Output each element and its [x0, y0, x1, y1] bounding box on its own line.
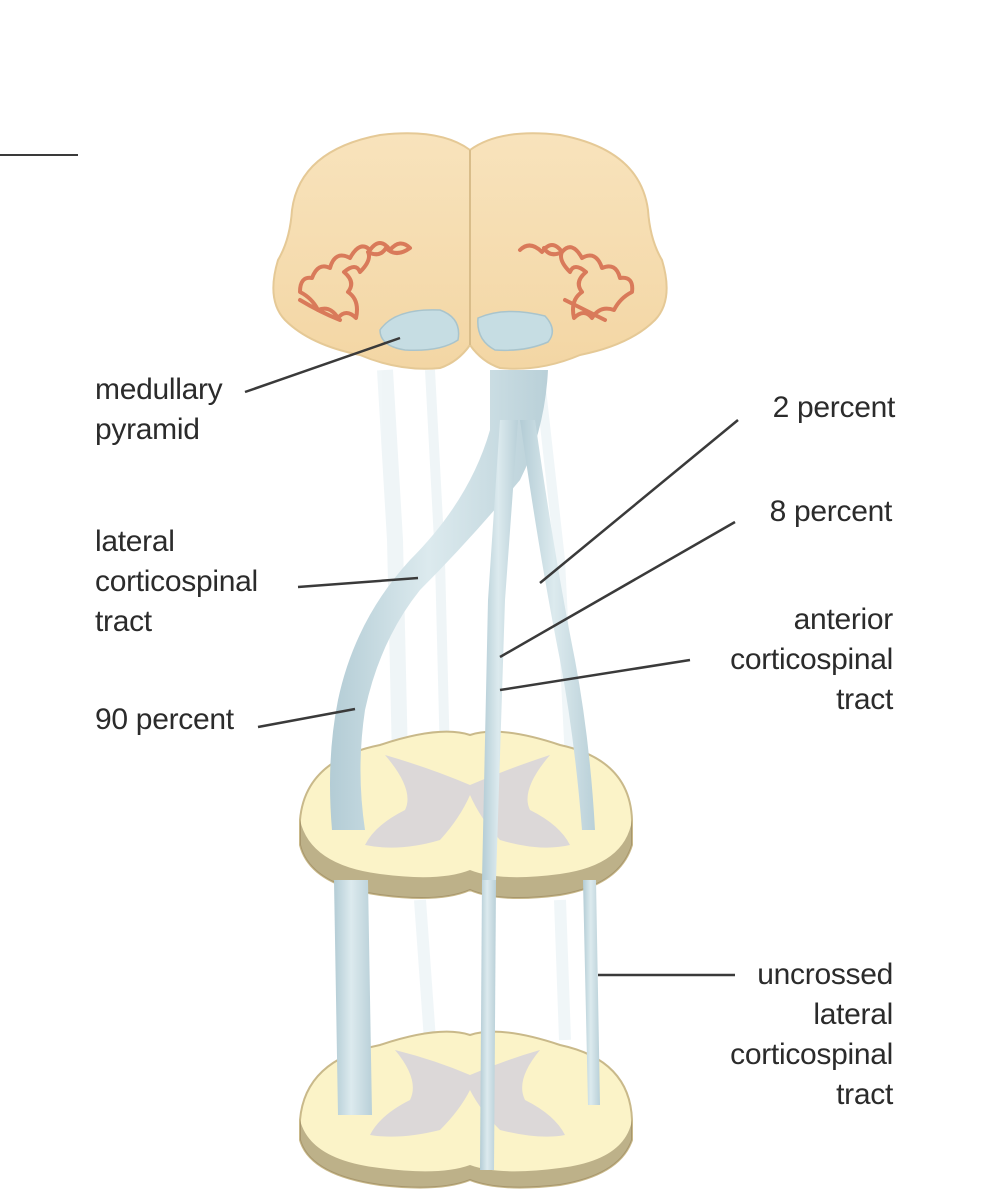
spinal-cord-section-upper	[299, 730, 633, 900]
label-anterior-line1: anterior	[793, 603, 894, 636]
label-uncrossed-line2: lateral	[813, 998, 893, 1031]
descending-tracts-lower	[334, 880, 600, 1170]
label-8-percent: 8 percent	[769, 492, 893, 532]
label-8-percent-text: 8 percent	[769, 495, 893, 528]
label-2-percent: 2 percent	[772, 388, 896, 428]
label-anterior-line2: corticospinal	[730, 643, 893, 676]
olive-right	[518, 243, 635, 320]
leader-2-percent	[539, 419, 739, 584]
label-medullary-line2: pyramid	[95, 413, 200, 446]
label-lateral-line2: corticospinal	[95, 565, 258, 598]
leader-anterior-tract	[499, 658, 691, 692]
label-90-percent-text: 90 percent	[95, 703, 234, 736]
leader-90-percent	[257, 707, 356, 729]
label-2-percent-text: 2 percent	[772, 391, 896, 424]
leader-lateral-tract	[297, 576, 419, 589]
leader-medullary-pyramid	[244, 336, 401, 394]
label-uncrossed-line3: corticospinal	[730, 1038, 893, 1071]
medullary-pyramid-left	[379, 309, 460, 352]
label-anterior-corticospinal-tract: anterior corticospinal tract	[730, 600, 893, 720]
medullary-pyramid-right	[477, 310, 554, 352]
lateral-corticospinal-tract	[330, 370, 548, 830]
spinal-cord-section-lower	[299, 1030, 633, 1189]
anterior-corticospinal-tract	[482, 420, 518, 880]
label-medullary-line1: medullary	[95, 373, 223, 406]
label-uncrossed-line1: uncrossed	[757, 958, 893, 991]
label-lateral-corticospinal-tract: lateral corticospinal tract	[95, 522, 258, 642]
leader-8-percent	[499, 520, 736, 659]
medulla-section	[272, 132, 668, 370]
label-90-percent: 90 percent	[95, 700, 234, 740]
olive-left	[298, 241, 412, 320]
leader-lines	[244, 336, 739, 977]
label-lateral-line3: tract	[95, 605, 152, 638]
label-lateral-line1: lateral	[95, 525, 175, 558]
label-uncrossed-line4: tract	[836, 1078, 893, 1111]
label-uncrossed-lateral-corticospinal-tract: uncrossed lateral corticospinal tract	[730, 955, 893, 1115]
label-medullary-pyramid: medullary pyramid	[95, 370, 223, 450]
label-anterior-line3: tract	[836, 683, 893, 716]
